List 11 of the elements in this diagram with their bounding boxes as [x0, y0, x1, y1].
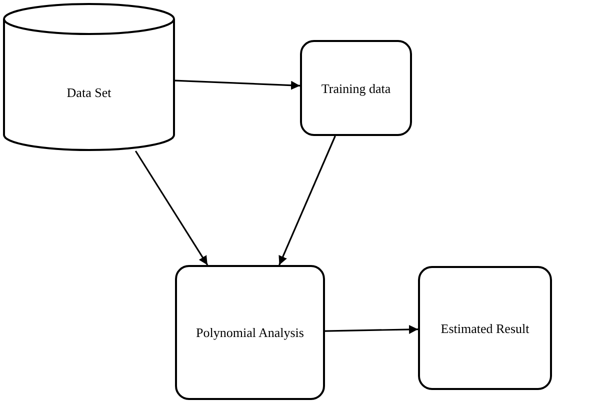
node-label: Polynomial Analysis [195, 324, 305, 341]
node-label: Data Set [66, 84, 112, 100]
node-label: Estimated Result [440, 320, 530, 336]
arrow [174, 80, 300, 90]
process-box [175, 265, 325, 400]
arrow [324, 324, 418, 334]
process-box [300, 40, 412, 136]
node-label: Training data [320, 80, 392, 96]
process-box [418, 266, 552, 390]
arrow [134, 150, 208, 266]
arrow [278, 136, 336, 266]
